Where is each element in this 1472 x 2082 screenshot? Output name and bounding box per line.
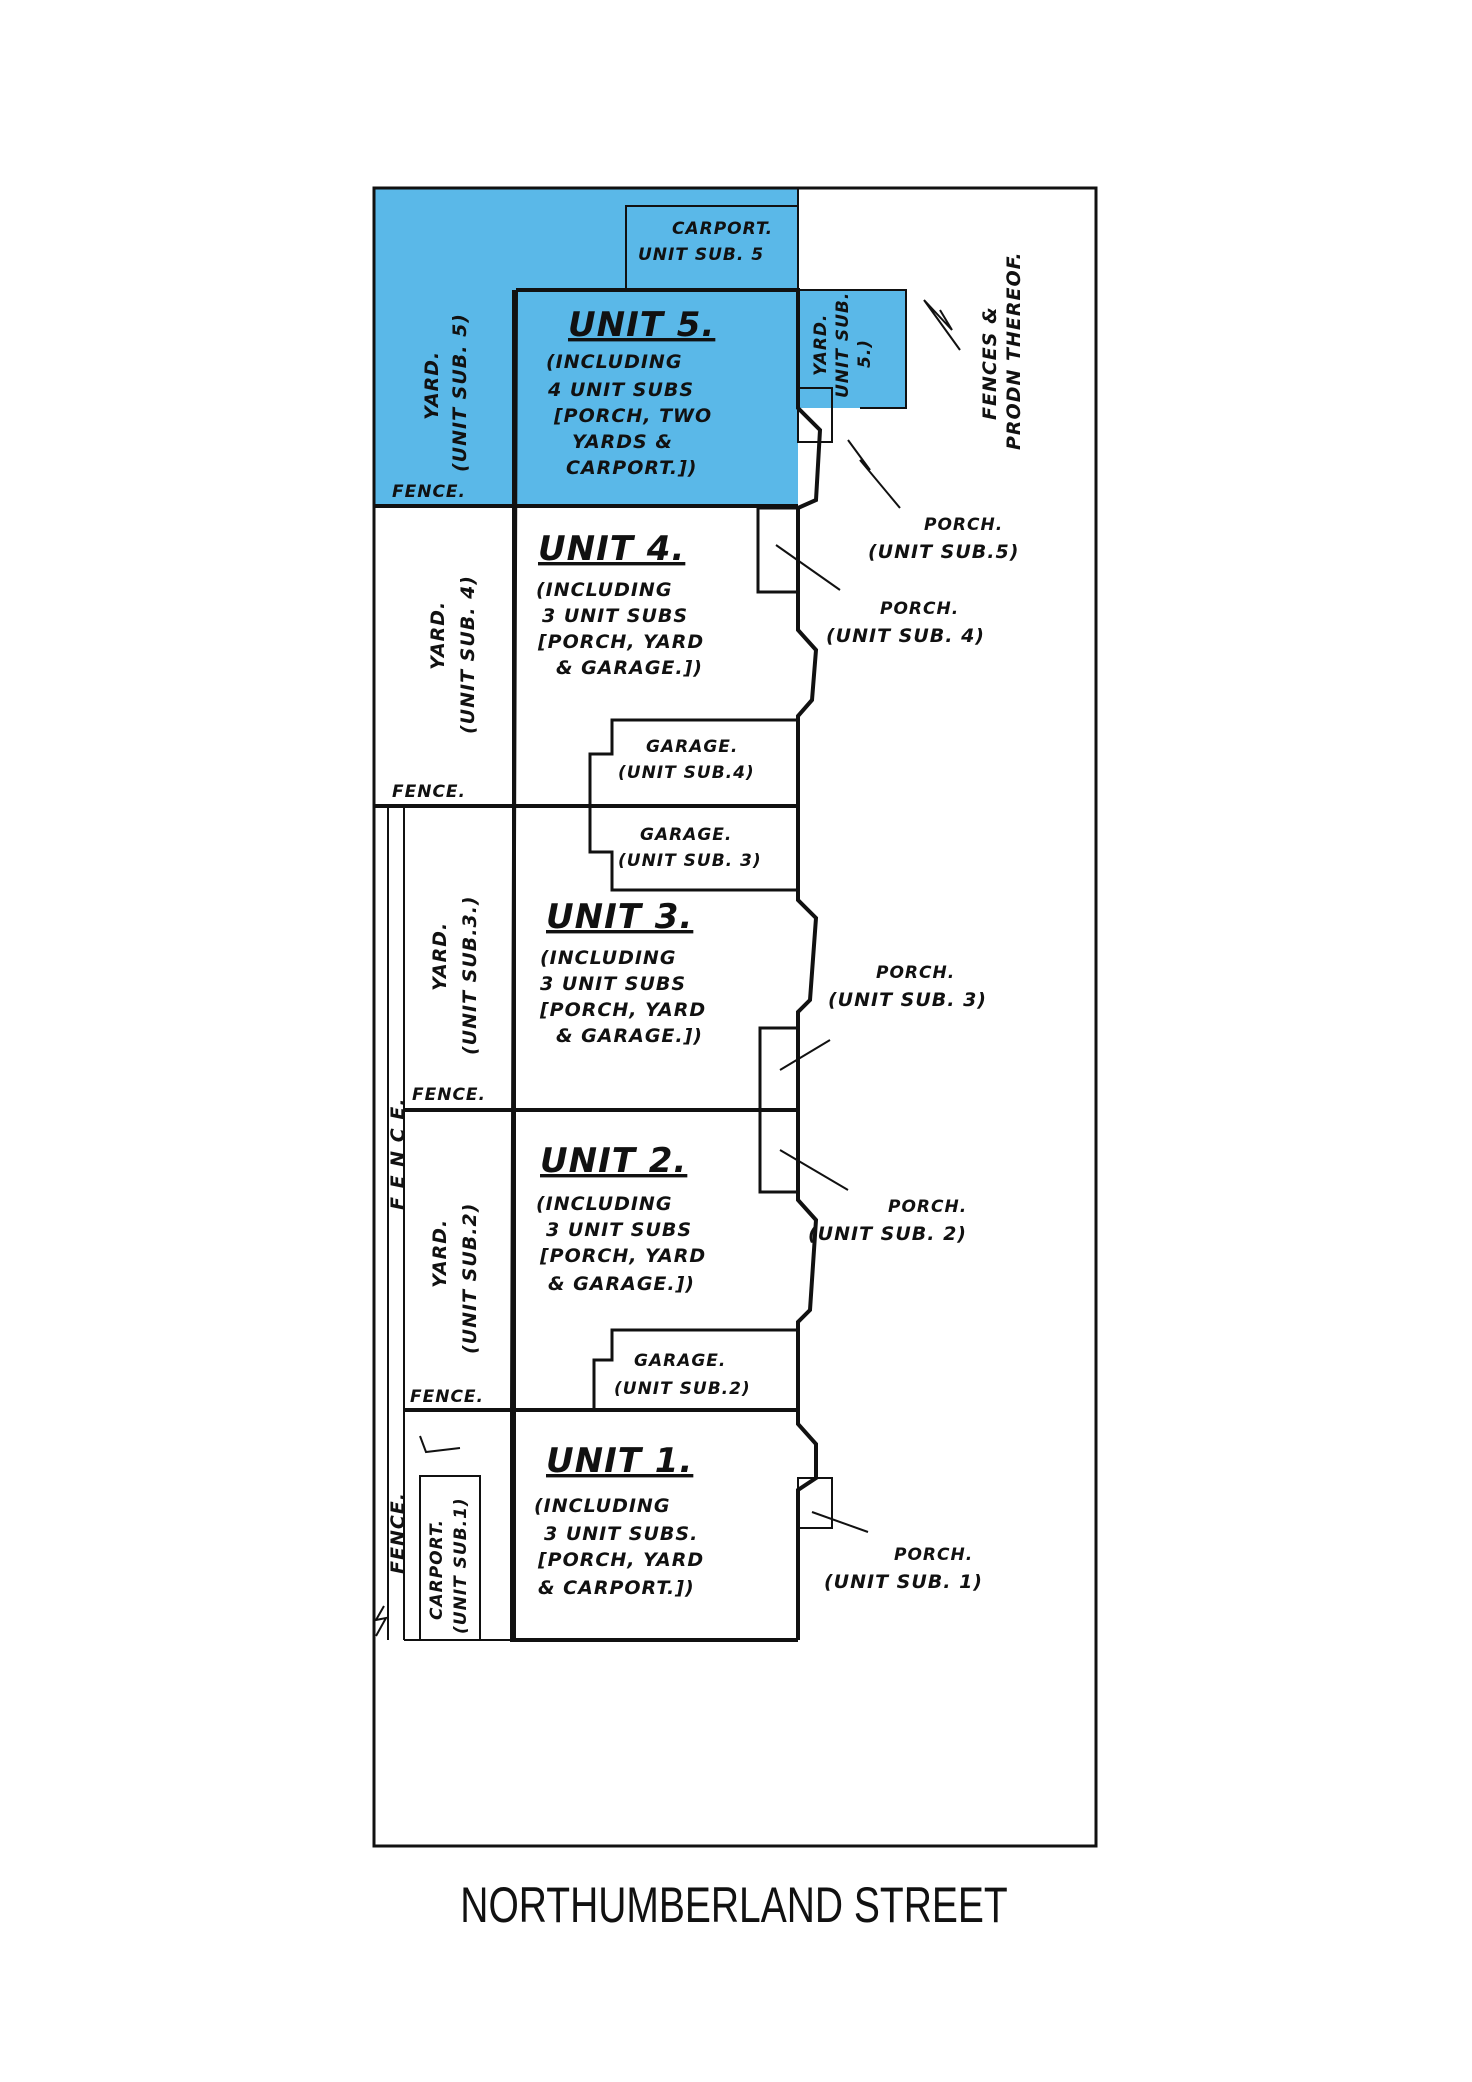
unit-4-title: UNIT 4. <box>538 529 685 569</box>
svg-text:CARPORT.]): CARPORT.]) <box>566 457 697 479</box>
porch-sub-2-label: PORCH. (UNIT SUB. 2) <box>808 1197 967 1245</box>
svg-text:YARDS &: YARDS & <box>572 431 673 453</box>
fence-label-4: FENCE. <box>392 782 466 802</box>
svg-text:& GARAGE.]): & GARAGE.]) <box>548 1273 695 1295</box>
svg-text:(UNIT SUB.2): (UNIT SUB.2) <box>614 1379 751 1399</box>
svg-text:& CARPORT.]): & CARPORT.]) <box>538 1577 695 1599</box>
porch-sub-5-label: PORCH. (UNIT SUB.5) <box>868 515 1019 563</box>
svg-text:PORCH.: PORCH. <box>924 515 1003 535</box>
garage-sub-3-label: GARAGE. (UNIT SUB. 3) <box>618 825 762 871</box>
yard-sub-3-label: YARD. (UNIT SUB.3.) <box>429 895 481 1055</box>
svg-text:(UNIT SUB. 4): (UNIT SUB. 4) <box>826 625 985 647</box>
svg-text:(UNIT SUB. 1): (UNIT SUB. 1) <box>824 1571 983 1593</box>
svg-text:YARD.: YARD. <box>429 922 451 991</box>
svg-text:(UNIT SUB.3.): (UNIT SUB.3.) <box>459 895 481 1055</box>
unit-1-title: UNIT 1. <box>546 1441 693 1481</box>
fence-label-5: FENCE. <box>392 482 466 502</box>
svg-text:PORCH.: PORCH. <box>876 963 955 983</box>
svg-text:(INCLUDING: (INCLUDING <box>536 1193 672 1215</box>
svg-text:YARD.: YARD. <box>427 601 449 670</box>
svg-text:GARAGE.: GARAGE. <box>646 737 738 757</box>
svg-text:(UNIT SUB. 3): (UNIT SUB. 3) <box>618 851 762 871</box>
svg-text:[PORCH, YARD: [PORCH, YARD <box>537 1549 704 1571</box>
building-outline <box>374 288 823 1642</box>
porch-sub-4-label: PORCH. (UNIT SUB. 4) <box>826 599 985 647</box>
fence-label-3: FENCE. <box>412 1085 486 1105</box>
yard-sub-5-left-area <box>374 188 516 506</box>
unit-5-title: UNIT 5. <box>568 305 715 345</box>
carport-sub-1-label: CARPORT. (UNIT SUB.1) <box>427 1497 471 1634</box>
svg-text:5.): 5.) <box>855 339 875 368</box>
svg-text:3 UNIT SUBS.: 3 UNIT SUBS. <box>544 1523 698 1545</box>
porch-sub-3-label: PORCH. (UNIT SUB. 3) <box>828 963 987 1011</box>
svg-text:PORCH.: PORCH. <box>888 1197 967 1217</box>
svg-text:CARPORT.: CARPORT. <box>672 219 773 239</box>
unit-2-label: UNIT 2. (INCLUDING 3 UNIT SUBS [PORCH, Y… <box>536 1141 706 1295</box>
svg-text:[PORCH, YARD: [PORCH, YARD <box>539 999 706 1021</box>
porch-sub-1-label: PORCH. (UNIT SUB. 1) <box>824 1545 983 1593</box>
unit-3-label: UNIT 3. (INCLUDING 3 UNIT SUBS [PORCH, Y… <box>539 897 706 1047</box>
svg-text:[PORCH, YARD: [PORCH, YARD <box>537 631 704 653</box>
svg-text:CARPORT.: CARPORT. <box>427 1519 447 1620</box>
svg-text:3 UNIT SUBS: 3 UNIT SUBS <box>546 1219 692 1241</box>
svg-text:(UNIT SUB. 5): (UNIT SUB. 5) <box>449 313 471 472</box>
svg-text:(UNIT SUB.5): (UNIT SUB.5) <box>868 541 1019 563</box>
unit-2-title: UNIT 2. <box>540 1141 687 1181</box>
svg-text:(UNIT SUB. 3): (UNIT SUB. 3) <box>828 989 987 1011</box>
svg-text:YARD.: YARD. <box>421 351 443 420</box>
carport-sub-5-label: CARPORT. UNIT SUB. 5 <box>638 219 773 265</box>
yard-sub-5-left-label: YARD. (UNIT SUB. 5) <box>421 313 471 472</box>
unit-4-label: UNIT 4. (INCLUDING 3 UNIT SUBS [PORCH, Y… <box>536 529 704 679</box>
svg-text:3 UNIT SUBS: 3 UNIT SUBS <box>540 973 686 995</box>
svg-text:GARAGE.: GARAGE. <box>640 825 732 845</box>
svg-text:PRODN THEREOF.: PRODN THEREOF. <box>1003 251 1025 450</box>
svg-text:& GARAGE.]): & GARAGE.]) <box>556 657 703 679</box>
street-name: NORTHUMBERLAND STREET <box>460 1876 1007 1933</box>
svg-text:3 UNIT SUBS: 3 UNIT SUBS <box>542 605 688 627</box>
svg-text:(UNIT SUB.1): (UNIT SUB.1) <box>451 1497 471 1634</box>
fences-note-label: FENCES & PRODN THEREOF. <box>979 251 1025 450</box>
garage-sub-2-label: GARAGE. (UNIT SUB.2) <box>614 1351 751 1399</box>
svg-text:PORCH.: PORCH. <box>880 599 959 619</box>
svg-text:YARD.: YARD. <box>811 314 831 377</box>
svg-text:FENCE.: FENCE. <box>387 1492 409 1574</box>
svg-text:(INCLUDING: (INCLUDING <box>546 351 682 373</box>
svg-text:& GARAGE.]): & GARAGE.]) <box>556 1025 703 1047</box>
fence-vertical-label: F E N C E. <box>387 1098 409 1210</box>
garage-sub-4-label: GARAGE. (UNIT SUB.4) <box>618 737 755 783</box>
fence-label-2: FENCE. <box>410 1387 484 1407</box>
yard-sub-2-label: YARD. (UNIT SUB.2) <box>429 1203 481 1354</box>
fence-unit1-label: FENCE. <box>387 1492 409 1574</box>
yard-sub-5-right-label: YARD. UNIT SUB. 5.) <box>811 292 875 398</box>
svg-text:(INCLUDING: (INCLUDING <box>534 1495 670 1517</box>
svg-text:UNIT SUB. 5: UNIT SUB. 5 <box>638 245 764 265</box>
svg-text:4 UNIT SUBS: 4 UNIT SUBS <box>547 379 694 401</box>
svg-text:(UNIT SUB.4): (UNIT SUB.4) <box>618 763 755 783</box>
svg-text:(UNIT SUB. 2): (UNIT SUB. 2) <box>808 1223 967 1245</box>
svg-text:PORCH.: PORCH. <box>894 1545 973 1565</box>
svg-text:(UNIT SUB. 4): (UNIT SUB. 4) <box>457 575 479 734</box>
unit-5-area <box>516 290 798 506</box>
unit-3-title: UNIT 3. <box>546 897 693 937</box>
svg-text:GARAGE.: GARAGE. <box>634 1351 726 1371</box>
svg-text:F E N C E.: F E N C E. <box>387 1098 409 1210</box>
svg-text:(UNIT SUB.2): (UNIT SUB.2) <box>459 1203 481 1354</box>
svg-text:[PORCH, TWO: [PORCH, TWO <box>553 405 712 427</box>
yard-sub-4-label: YARD. (UNIT SUB. 4) <box>427 575 479 734</box>
svg-text:YARD.: YARD. <box>429 1219 451 1288</box>
leader-arrows <box>374 299 961 1637</box>
svg-text:(INCLUDING: (INCLUDING <box>540 947 676 969</box>
svg-text:UNIT SUB.: UNIT SUB. <box>833 292 853 398</box>
unit-5-label: UNIT 5. (INCLUDING 4 UNIT SUBS [PORCH, T… <box>546 305 715 479</box>
svg-text:(INCLUDING: (INCLUDING <box>536 579 672 601</box>
svg-text:FENCES &: FENCES & <box>979 306 1001 420</box>
svg-text:[PORCH, YARD: [PORCH, YARD <box>539 1245 706 1267</box>
unit-1-label: UNIT 1. (INCLUDING 3 UNIT SUBS. [PORCH, … <box>534 1441 704 1599</box>
